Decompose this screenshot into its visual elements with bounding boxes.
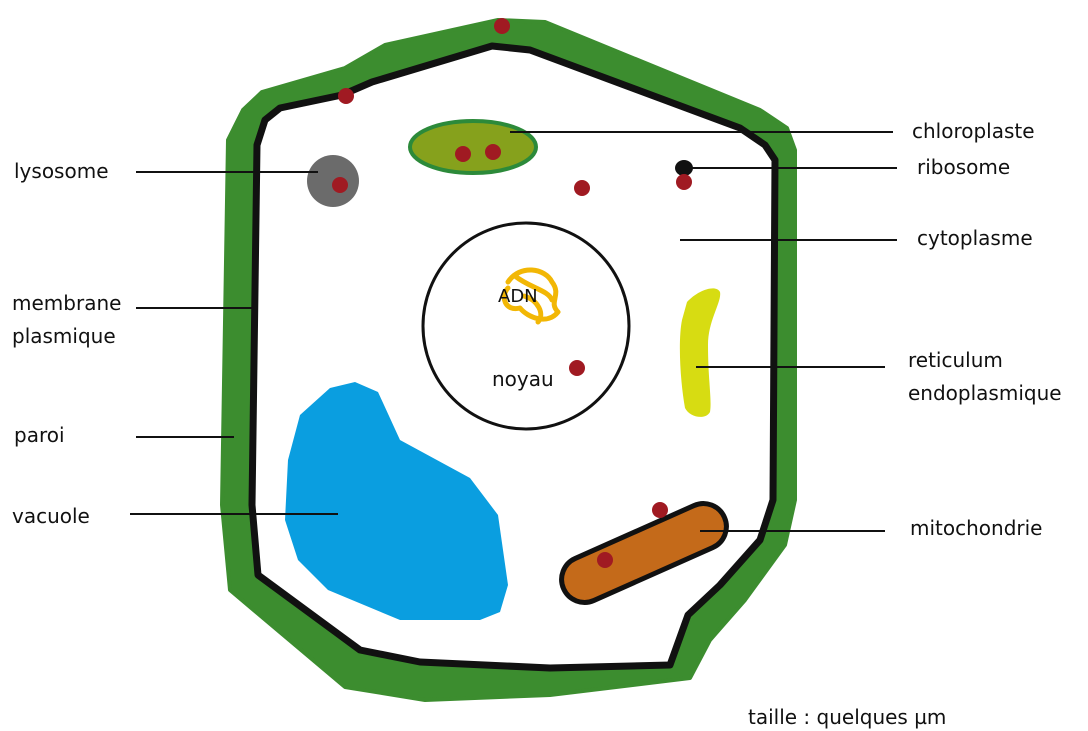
ribosome-dot	[652, 502, 668, 518]
ribosome-dot	[485, 144, 501, 160]
label-cytoplasme: cytoplasme	[917, 226, 1033, 250]
label-paroi: paroi	[14, 423, 65, 447]
ribosome-dot	[597, 552, 613, 568]
ribosome-dot	[569, 360, 585, 376]
label-taille: taille : quelques µm	[748, 705, 946, 729]
ribosome-dot	[338, 88, 354, 104]
nucleus	[423, 223, 629, 429]
label-membrane-line1: membrane	[12, 291, 121, 315]
label-noyau: noyau	[492, 367, 554, 391]
label-mitochondrie: mitochondrie	[910, 516, 1042, 540]
lysosome	[307, 155, 359, 207]
label-membrane-line2: plasmique	[12, 324, 116, 348]
chloroplast	[410, 121, 536, 173]
label-reticulum-line1: reticulum	[908, 348, 1003, 372]
free-ribosome-black	[675, 160, 693, 176]
ribosome-dot	[494, 18, 510, 34]
ribosome-dot	[574, 180, 590, 196]
label-chloroplaste: chloroplaste	[912, 119, 1035, 143]
dna-label: ADN	[498, 286, 538, 307]
ribosome-dot	[332, 177, 348, 193]
ribosome-dot	[455, 146, 471, 162]
label-vacuole: vacuole	[12, 504, 90, 528]
label-reticulum-line2: endoplasmique	[908, 381, 1062, 405]
ribosome-dot	[676, 174, 692, 190]
label-ribosome: ribosome	[917, 155, 1010, 179]
label-lysosome: lysosome	[14, 159, 109, 183]
